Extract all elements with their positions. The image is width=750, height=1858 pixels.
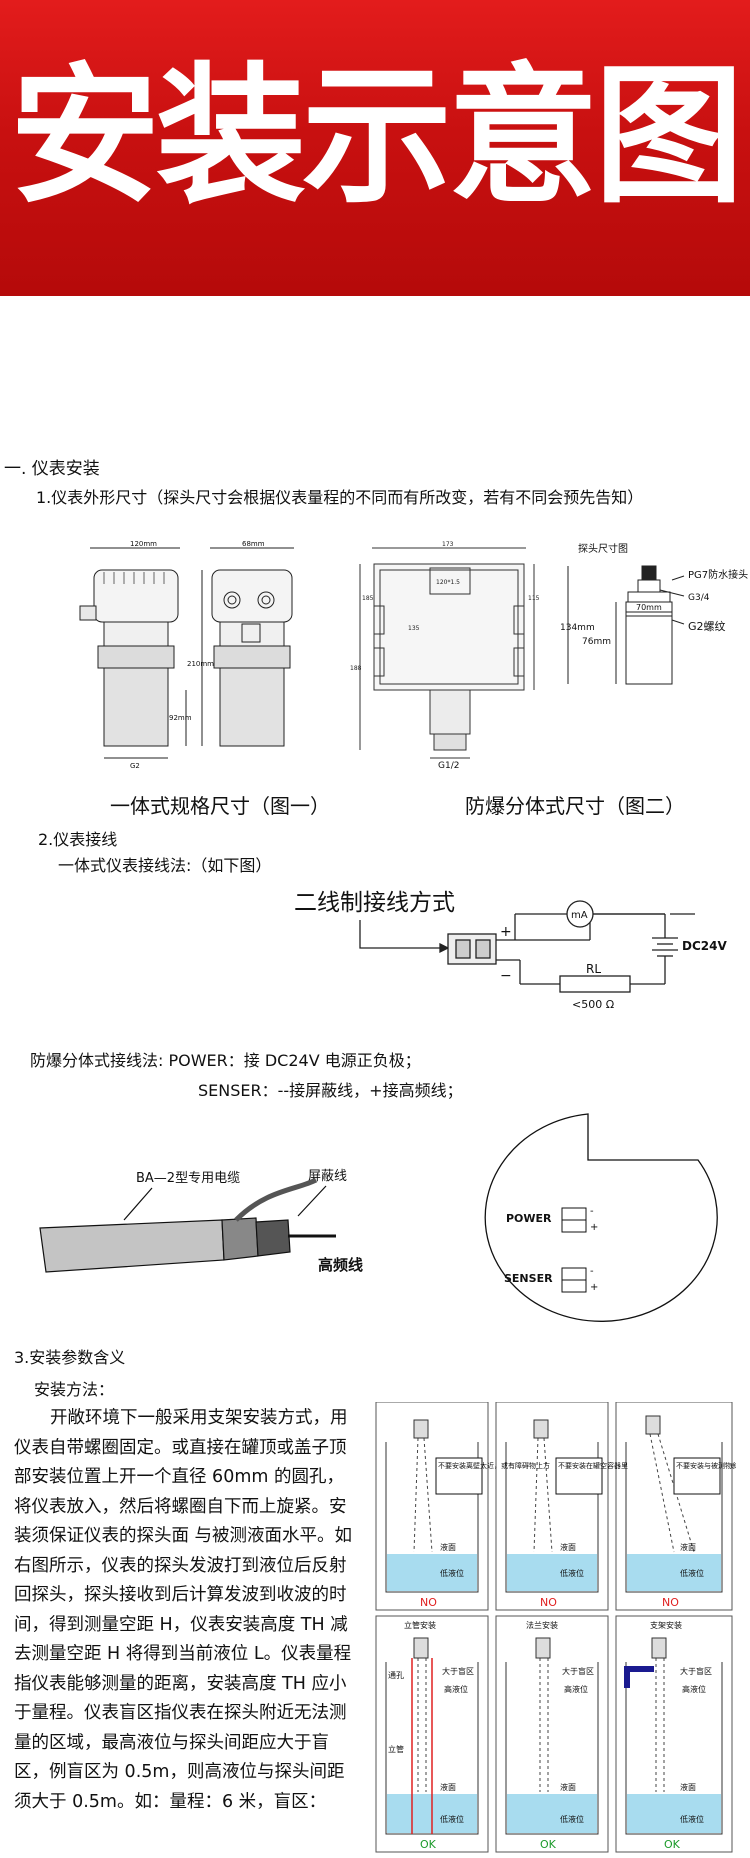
method-paragraph: 开敞环境下一般采用支架安装方式，用仪表自带螺圈固定。或直接在罐顶或盖子顶部安装位…	[14, 1408, 353, 1812]
panel5-high: 高液位	[564, 1684, 588, 1694]
panel2-liquid: 液面	[560, 1542, 576, 1552]
fig1-thread: G2	[130, 762, 140, 770]
cable-label: BA—2型专用电缆	[136, 1170, 240, 1186]
panel4-pipe: 立管	[388, 1744, 404, 1754]
panel5-ok: OK	[540, 1838, 557, 1851]
panel3-low: 低液位	[680, 1568, 704, 1578]
panel6-ok: OK	[664, 1838, 681, 1851]
panel3-note: 不要安装与被测物斜着	[676, 1461, 736, 1470]
hf-label: 高频线	[318, 1256, 363, 1274]
probe-title: 探头尺寸图	[578, 542, 628, 555]
fig2-drawing: 173 120*1.5 185 135 115 188 G1/2	[350, 541, 540, 771]
fig2-dim-total: 188	[350, 665, 362, 672]
probe-thread: G2螺纹	[688, 619, 726, 633]
fig2-caption: 防爆分体式尺寸（图二）	[465, 794, 685, 818]
panel3-no: NO	[662, 1596, 679, 1609]
panel4-liquid: 液面	[440, 1782, 456, 1792]
probe-drawing: 探头尺寸图 PG7防水接头 G3/4 70mm 134mm 76mm G2螺纹	[560, 542, 748, 685]
plus-sign: +	[500, 924, 512, 940]
panel1-low: 低液位	[440, 1568, 464, 1578]
probe-h134: 134mm	[560, 623, 595, 633]
minus-sign: −	[500, 968, 512, 984]
explosion-wiring-line2: SENSER：--接屏蔽线，+接高频线；	[198, 1081, 463, 1100]
panel2-note: 不要安装在罐空容器里	[558, 1461, 628, 1470]
fig2-dim-right-small: 115	[528, 595, 540, 602]
panel4-low: 低液位	[440, 1814, 464, 1824]
method-label: 安装方法：	[34, 1380, 115, 1399]
fig2-dim-inner: 120*1.5	[436, 579, 460, 586]
fig2-dim-top: 173	[442, 541, 454, 548]
title-banner: 安装示意图	[0, 0, 750, 296]
explosion-wiring-line1: 防爆分体式接线法: POWER：接 DC24V 电源正负极；	[30, 1051, 421, 1070]
probe-h76: 76mm	[582, 637, 611, 647]
senser-minus: -	[590, 1266, 594, 1277]
probe-connector: PG7防水接头	[688, 568, 748, 581]
panel6-low: 低液位	[680, 1814, 704, 1824]
panel6-high: 高液位	[682, 1684, 706, 1694]
panel2-no: NO	[540, 1596, 557, 1609]
panel4-blind: 大于盲区	[442, 1666, 474, 1676]
section-1-heading: 一. 仪表安装	[4, 459, 100, 479]
two-wire-diagram: 二线制接线方式 mA DC24V RL <500 Ω + −	[294, 890, 727, 1011]
dc-source: DC24V	[682, 939, 727, 953]
fig1-dim-height: 210mm	[187, 660, 214, 668]
ma-meter: mA	[571, 910, 588, 921]
cable-illustration: BA—2型专用电缆 屏蔽线 高频线	[39, 1169, 363, 1274]
senser-label: SENSER	[504, 1272, 553, 1285]
item-1-heading: 1.仪表外形尺寸（探头尺寸会根据仪表量程的不同而有所改变，若有不同会预先告知）	[36, 488, 644, 507]
fig2-dim-left: 185	[362, 595, 374, 602]
rl-label: RL	[586, 962, 601, 976]
panel4-hole: 通孔	[388, 1670, 404, 1680]
wiring-intro: 一体式仪表接线法:（如下图）	[58, 856, 272, 875]
probe-width: 70mm	[636, 603, 662, 612]
power-minus: -	[590, 1206, 594, 1217]
rl-value: <500 Ω	[572, 998, 614, 1011]
banner-title: 安装示意图	[9, 50, 744, 224]
panel4-ok: OK	[420, 1838, 437, 1851]
power-label: POWER	[506, 1212, 552, 1225]
panel3-liquid: 液面	[680, 1542, 696, 1552]
panel2-low: 低液位	[560, 1568, 584, 1578]
fig2-dim-mid: 135	[408, 625, 420, 632]
panel4-high: 高液位	[444, 1684, 468, 1694]
fig1-dim-top-left: 120mm	[130, 540, 157, 548]
panel6-blind: 大于盲区	[680, 1666, 712, 1676]
panel1-note: 不要安装离壁太近，或有障碍物上方	[438, 1461, 550, 1470]
panel1-no: NO	[420, 1596, 437, 1609]
fig1-dim-probe: 92mm	[169, 714, 192, 722]
panel5-low: 低液位	[560, 1814, 584, 1824]
panel4-title: 立管安装	[404, 1620, 436, 1630]
panel1-liquid: 液面	[440, 1542, 456, 1552]
panel5-title: 法兰安装	[526, 1620, 558, 1630]
panel6-liquid: 液面	[680, 1782, 696, 1792]
panel5-liquid: 液面	[560, 1782, 576, 1792]
fig1-caption: 一体式规格尺寸（图一）	[110, 794, 330, 818]
two-wire-title: 二线制接线方式	[294, 890, 455, 916]
fig1-dim-top-right: 68mm	[242, 540, 265, 548]
section-3-heading: 3.安装参数含义	[14, 1348, 126, 1367]
fig2-thread: G1/2	[438, 761, 459, 771]
shield-label: 屏蔽线	[308, 1169, 347, 1184]
install-panels: 不要安装离壁太近，或有障碍物上方 不要安装在罐空容器里 不要安装与被测物斜着 液…	[375, 1402, 736, 1853]
senser-plus: +	[590, 1282, 598, 1293]
item-2-heading: 2.仪表接线	[38, 830, 118, 849]
panel6-title: 支架安装	[650, 1620, 682, 1630]
probe-g34: G3/4	[688, 593, 710, 603]
power-plus: +	[590, 1222, 598, 1233]
panel5-blind: 大于盲区	[562, 1666, 594, 1676]
terminal-diagram: POWER - + SENSER - +	[484, 1113, 718, 1322]
fig1-drawing: 120mm 68mm 210mm 92mm G2	[79, 540, 294, 770]
